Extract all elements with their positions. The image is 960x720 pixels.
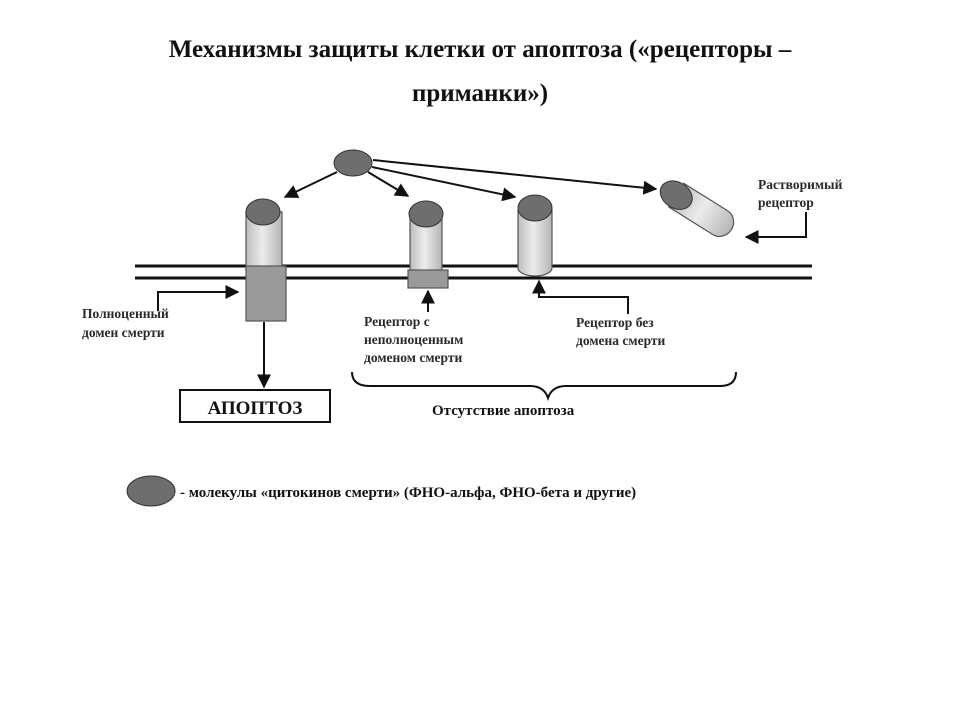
title-line-1: Механизмы защиты клетки от апоптоза («ре… <box>168 36 792 63</box>
no-apoptosis-label: Отсутствие апоптоза <box>432 403 575 419</box>
partial-death-domain-label: Рецептор с неполноценным доменом смерти <box>364 314 467 365</box>
soluble-receptor-label: Растворимый рецептор <box>758 177 846 210</box>
cell-membrane <box>135 264 812 280</box>
legend-cytokine-icon <box>126 475 176 507</box>
apoptosis-label: АПОПТОЗ <box>208 398 303 419</box>
title-line-2: приманки») <box>411 80 549 107</box>
full-domain-pointer <box>157 285 240 311</box>
legend: - молекулы «цитокинов смерти» (ФНО-альфа… <box>126 475 636 507</box>
soluble-receptor-pointer <box>744 212 807 244</box>
soluble-receptor <box>659 180 735 237</box>
no-apoptosis-brace <box>351 371 737 402</box>
receptor-full-death-domain <box>245 198 287 322</box>
full-death-domain-label: Полноценный домен смерти <box>82 306 172 340</box>
death-cytokine-molecule <box>333 149 373 177</box>
binding-arrows <box>283 159 658 202</box>
no-death-domain-label: Рецептор без домена смерти <box>576 315 666 348</box>
legend-text: - молекулы «цитокинов смерти» (ФНО-альфа… <box>180 485 636 501</box>
receptor-partial-death-domain <box>407 200 449 289</box>
receptor-no-death-domain <box>517 194 553 277</box>
apoptosis-box: АПОПТОЗ <box>179 389 331 423</box>
no-domain-pointer <box>532 279 629 314</box>
page-title: Механизмы защиты клетки от апоптоза («ре… <box>40 28 920 116</box>
